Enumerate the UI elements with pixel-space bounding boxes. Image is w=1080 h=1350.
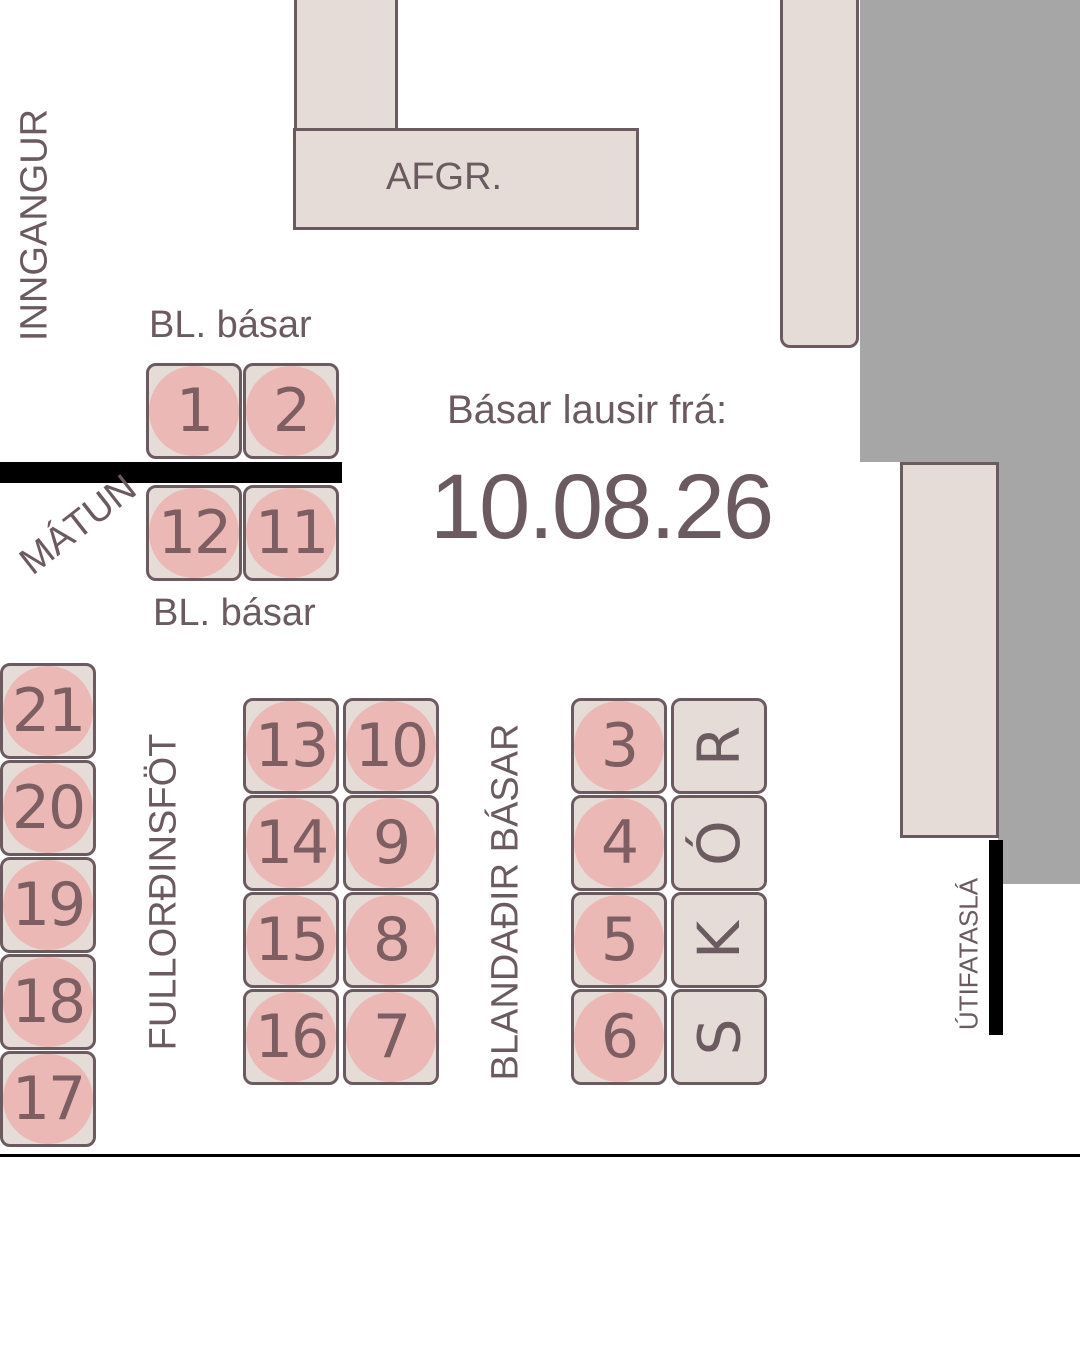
booth-4[interactable]: 4: [571, 795, 667, 891]
mixed-booths-bottom-label: BL. básar: [153, 592, 316, 634]
counter: [293, 128, 639, 230]
booth-number: 6: [600, 1002, 639, 1072]
booth-2[interactable]: 2: [243, 363, 339, 459]
booth-marker: [574, 798, 664, 888]
gray-area: [860, 0, 1080, 462]
booth-number: 10: [354, 711, 429, 781]
booth-marker: [574, 992, 664, 1082]
booth-marker: [346, 798, 436, 888]
booth-number: 13: [254, 711, 329, 781]
booth-10[interactable]: 10: [343, 698, 439, 794]
fitting-label: MÁTUN: [12, 466, 145, 584]
booth-19[interactable]: 19: [0, 857, 96, 953]
booth-marker: [246, 488, 336, 578]
wall-rack-top: [780, 0, 859, 348]
booth-9[interactable]: 9: [343, 795, 439, 891]
booth-5[interactable]: 5: [571, 892, 667, 988]
booth-number: 11: [254, 498, 329, 568]
booth-marker: [3, 957, 93, 1047]
booth-number: 2: [272, 376, 311, 446]
booth-20[interactable]: 20: [0, 760, 96, 856]
shoes-booth-k[interactable]: K: [671, 892, 767, 988]
booth-number: 14: [254, 808, 329, 878]
booth-number: 1: [175, 376, 214, 446]
booth-number: 3: [600, 711, 639, 781]
available-from-label: Básar lausir frá:: [447, 388, 728, 432]
wall-segment: [0, 462, 342, 483]
booth-3[interactable]: 3: [571, 698, 667, 794]
shoes-letter: K: [684, 920, 753, 960]
booth-12[interactable]: 12: [146, 485, 242, 581]
booth-number: 12: [157, 498, 232, 568]
booth-number: 21: [11, 676, 86, 746]
booth-marker: [246, 366, 336, 456]
shoes-booth-s[interactable]: S: [671, 989, 767, 1085]
booth-number: 4: [600, 808, 639, 878]
booth-marker: [3, 860, 93, 950]
booth-number: 16: [254, 1002, 329, 1072]
booth-number: 9: [372, 808, 411, 878]
booth-13[interactable]: 13: [243, 698, 339, 794]
booth-marker: [246, 992, 336, 1082]
booth-marker: [574, 895, 664, 985]
booth-7[interactable]: 7: [343, 989, 439, 1085]
outerwear-label: ÚTIFATASLÁ: [953, 877, 984, 1031]
booth-number: 7: [372, 1002, 411, 1072]
gray-area: [998, 462, 1080, 884]
booth-17[interactable]: 17: [0, 1051, 96, 1147]
booth-1[interactable]: 1: [146, 363, 242, 459]
outerwear-rack: [900, 462, 999, 838]
entrance-label: INNGANGUR: [13, 108, 56, 342]
booth-marker: [149, 488, 239, 578]
booth-number: 5: [600, 905, 639, 975]
counter-label: AFGR.: [386, 156, 503, 198]
shoes-letter: R: [685, 725, 753, 767]
booth-8[interactable]: 8: [343, 892, 439, 988]
booth-21[interactable]: 21: [0, 663, 96, 759]
booth-marker: [3, 1054, 93, 1144]
booth-number: 17: [11, 1064, 86, 1134]
shoes-letter: Ó: [685, 820, 753, 866]
mixed-booths-top-label: BL. básar: [149, 304, 312, 346]
shoes-letter: S: [684, 1018, 753, 1056]
booth-18[interactable]: 18: [0, 954, 96, 1050]
floor-edge-line: [0, 1154, 1080, 1157]
booth-marker: [574, 701, 664, 791]
booth-number: 20: [11, 773, 86, 843]
booth-number: 18: [11, 967, 86, 1037]
booth-11[interactable]: 11: [243, 485, 339, 581]
booth-marker: [246, 701, 336, 791]
booth-marker: [3, 666, 93, 756]
booth-marker: [149, 366, 239, 456]
booth-number: 8: [372, 905, 411, 975]
booth-marker: [3, 763, 93, 853]
booth-number: 15: [254, 905, 329, 975]
booth-marker: [346, 992, 436, 1082]
booth-marker: [346, 895, 436, 985]
booth-marker: [246, 895, 336, 985]
counter-pillar: [294, 0, 398, 132]
shoes-booth-r[interactable]: R: [671, 698, 767, 794]
date-label: 10.08.26: [430, 456, 774, 558]
mixed-booths-label: BLANDAÐIR BÁSAR: [484, 723, 527, 1081]
booth-6[interactable]: 6: [571, 989, 667, 1085]
booth-16[interactable]: 16: [243, 989, 339, 1085]
booth-15[interactable]: 15: [243, 892, 339, 988]
booth-marker: [246, 798, 336, 888]
booth-marker: [346, 701, 436, 791]
booth-14[interactable]: 14: [243, 795, 339, 891]
wall-segment: [989, 840, 1003, 1035]
adult-clothes-label: FULLORÐINSFÖT: [142, 733, 185, 1051]
shoes-booth-o[interactable]: Ó: [671, 795, 767, 891]
booth-number: 19: [11, 870, 86, 940]
